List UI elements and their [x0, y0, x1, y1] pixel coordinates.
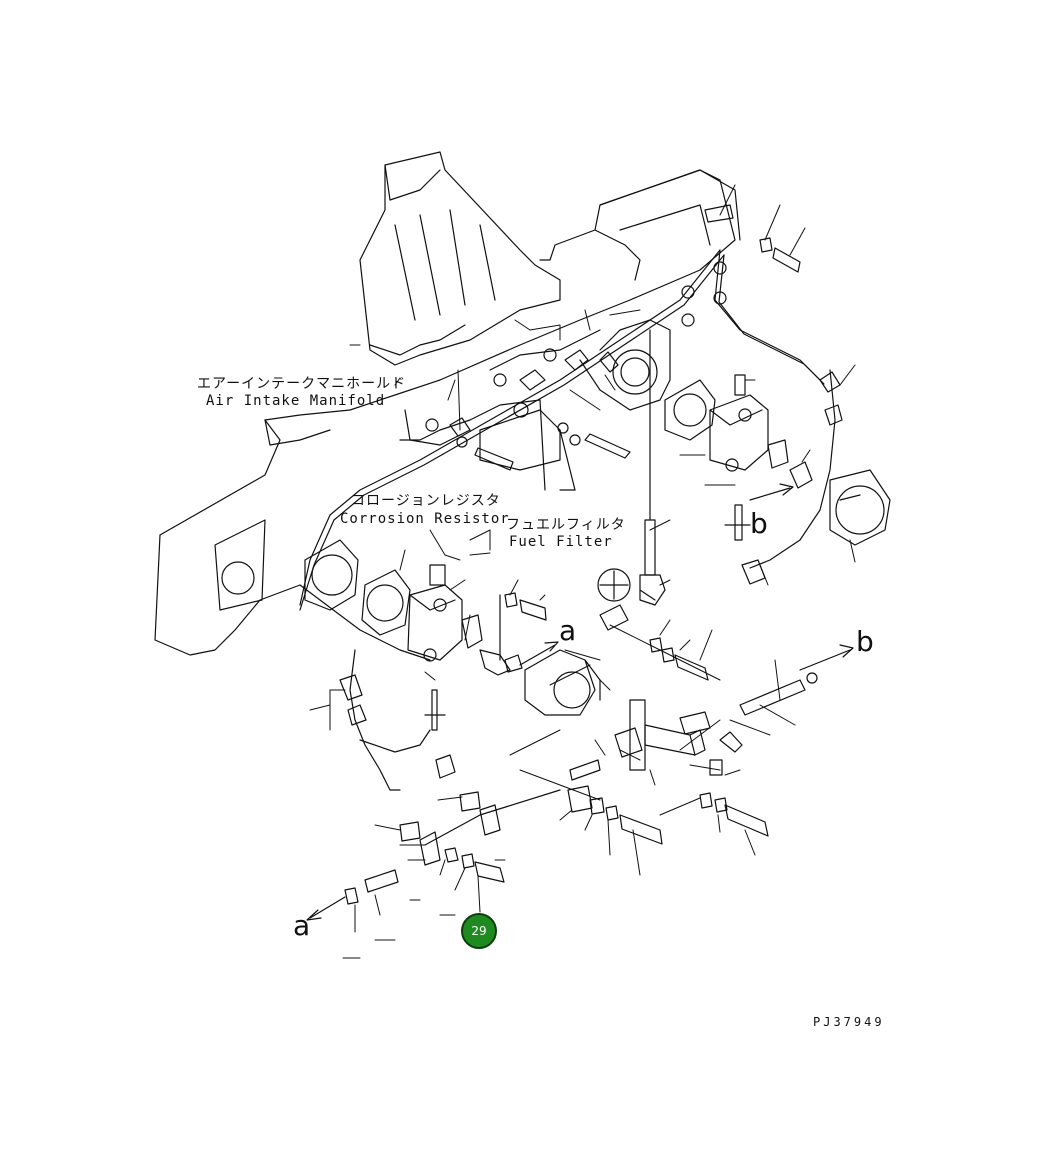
- lower-flange-pulley: [479, 649, 601, 716]
- air-intake-manifold-label-jp: エアーインテークマニホールド: [197, 376, 407, 392]
- drawing-number: PJ37949: [813, 1015, 885, 1029]
- arrow-label-b-upper: b: [750, 507, 768, 540]
- leader-lines: [309, 184, 856, 959]
- part-callout-29[interactable]: 29: [461, 913, 497, 949]
- corrosion-resistor-label-en: Corrosion Resistor: [340, 511, 510, 527]
- fuel-filter-assembly: [456, 399, 631, 491]
- sensor-harness-right: [724, 369, 843, 585]
- right-middle-hardware: [499, 204, 801, 681]
- right-housing-assembly: [664, 374, 891, 546]
- long-bar-right: [719, 672, 818, 753]
- corrosion-resistor-assembly: [304, 539, 483, 662]
- air-intake-manifold: [359, 151, 561, 366]
- arrow-label-a-upper: a: [559, 614, 577, 647]
- engine-block: [154, 169, 741, 661]
- arrow-label-a-lower: a: [293, 909, 311, 942]
- sensor-harness-left: [339, 649, 456, 791]
- mounting-bracket: [614, 699, 723, 776]
- air-intake-manifold-label-en: Air Intake Manifold: [206, 393, 386, 409]
- fuel-filter-label-en: Fuel Filter: [509, 534, 613, 550]
- lower-center-hardware: [567, 759, 769, 845]
- coolant-pipe-upper: [299, 249, 825, 611]
- fuel-filter-label-jp: フュエルフィルタ: [506, 517, 626, 533]
- arrow-label-b-lower: b: [856, 625, 874, 658]
- lower-left-hardware: [344, 789, 561, 905]
- flow-arrows: [306, 483, 854, 921]
- corrosion-resistor-label-jp: コロージョンレジスタ: [351, 493, 501, 509]
- drain-valve-assembly: [597, 329, 666, 631]
